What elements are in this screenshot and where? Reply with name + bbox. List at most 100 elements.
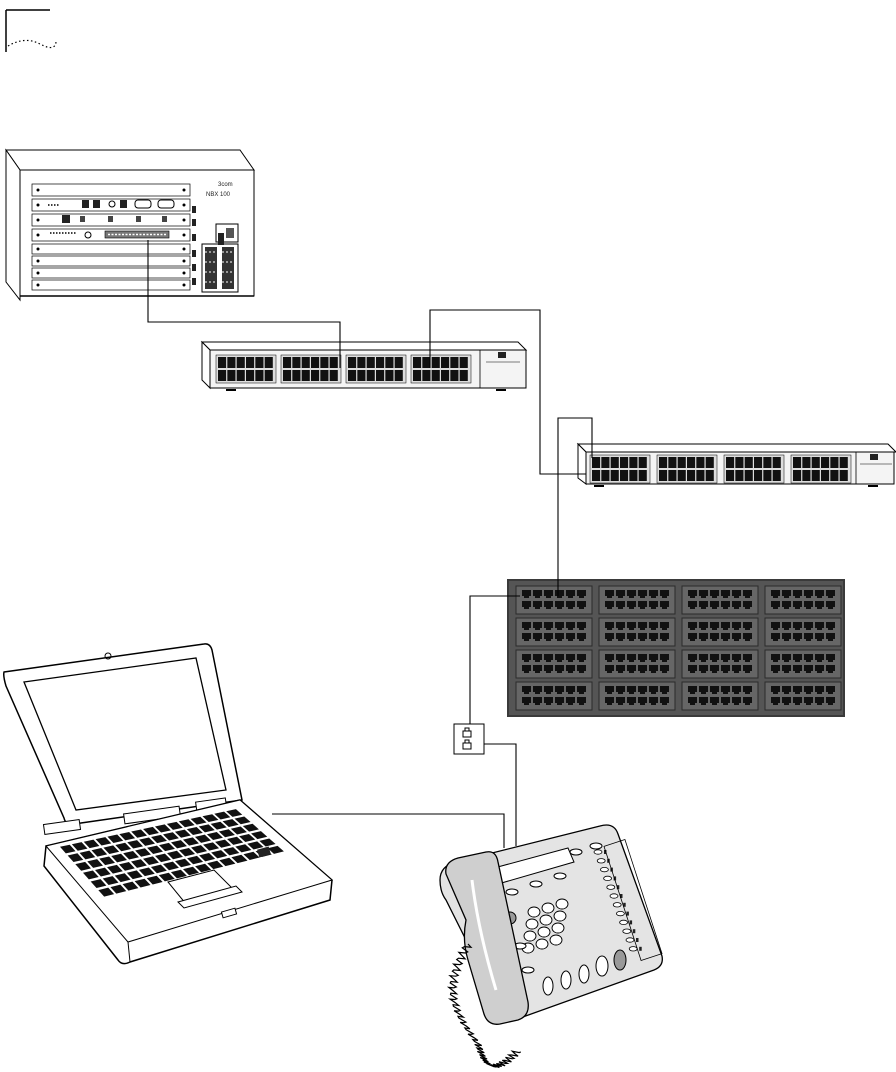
rj45-port (265, 357, 273, 368)
rj45-port (830, 457, 838, 468)
rj45-port (413, 357, 421, 368)
rj45-port (320, 370, 328, 381)
rj45-port (745, 470, 753, 481)
rj45-port (668, 470, 676, 481)
rj45-port (218, 357, 226, 368)
rj45-port (255, 357, 263, 368)
patch-panel-block (765, 618, 841, 646)
rj45-port (668, 457, 676, 468)
nbx-chassis: NBX 100 3com (6, 150, 254, 300)
phone-feature-led (636, 938, 639, 942)
rj45-port (821, 470, 829, 481)
rj45-port (255, 370, 263, 381)
cable-wall-jack-to-phone (484, 744, 516, 846)
rj45-port (687, 457, 695, 468)
rj45-port (592, 470, 600, 481)
phone-feature-key (597, 859, 605, 863)
rj45-port (763, 470, 771, 481)
rj45-port (460, 357, 468, 368)
patch-panel-block (765, 682, 841, 710)
rj45-port (601, 470, 609, 481)
rj45-port (311, 370, 319, 381)
rj45-port (639, 457, 647, 468)
patch-panel (508, 580, 844, 716)
phone-keypad-key (552, 923, 564, 933)
rj45-port (659, 470, 667, 481)
rj45-port (773, 470, 781, 481)
rj45-port (432, 370, 440, 381)
rj45-port (611, 457, 619, 468)
rj45-port (687, 470, 695, 481)
rj45-port (367, 357, 375, 368)
rj45-port (620, 457, 628, 468)
rj45-port (611, 470, 619, 481)
phone-keypad-key (556, 899, 568, 909)
rj45-port (302, 357, 310, 368)
rj45-port (450, 357, 458, 368)
rj45-port (395, 357, 403, 368)
patch-panel-block (516, 586, 592, 614)
rj45-port (592, 457, 600, 468)
patch-panel-block (682, 586, 758, 614)
rj45-port (773, 457, 781, 468)
rj45-port (441, 357, 449, 368)
patch-panel-block (599, 618, 675, 646)
port-bank (281, 355, 341, 383)
rj45-port (422, 370, 430, 381)
rj45-port (763, 457, 771, 468)
rj45-port (357, 357, 365, 368)
rj45-port (330, 370, 338, 381)
phone-feature-key (610, 894, 618, 898)
phone-feature-key (616, 911, 624, 915)
phone-feature-key (629, 947, 637, 951)
rj45-port (283, 370, 291, 381)
rj45-port (639, 470, 647, 481)
phone-feature-led (626, 912, 629, 916)
phone-keypad-key (550, 935, 562, 945)
rj45-port (385, 357, 393, 368)
rj45-port (302, 370, 310, 381)
phone-feature-key (620, 920, 628, 924)
rj45-port (376, 357, 384, 368)
rj45-port (726, 457, 734, 468)
rj45-port (395, 370, 403, 381)
rj45-port (292, 357, 300, 368)
phone-feature-key (626, 938, 634, 942)
rj45-port (237, 357, 245, 368)
phone-keypad-key (526, 919, 538, 929)
chassis-model-label: NBX 100 (206, 192, 231, 198)
rj45-port (227, 370, 235, 381)
rj45-port (357, 370, 365, 381)
rj45-port (348, 370, 356, 381)
phone-keypad-key (538, 927, 550, 937)
phone-feature-key (613, 903, 621, 907)
port-bank (657, 455, 717, 483)
phone-feature-led (630, 920, 633, 924)
rj45-port (793, 470, 801, 481)
rj45-port (311, 357, 319, 368)
rj45-port (754, 457, 762, 468)
phone-keypad-key (542, 903, 554, 913)
cable-switch1-to-switch2 (430, 310, 586, 474)
dotted-rule (8, 40, 56, 47)
rj45-port (320, 357, 328, 368)
rj45-port (367, 370, 375, 381)
phone-feature-key (607, 885, 615, 889)
rj45-port (218, 370, 226, 381)
rj45-port (802, 457, 810, 468)
rj45-port (265, 370, 273, 381)
rj45-port (422, 357, 430, 368)
rj45-port (413, 370, 421, 381)
patch-panel-block (599, 682, 675, 710)
rj45-port (432, 357, 440, 368)
rj45-port (678, 470, 686, 481)
rj45-port (376, 370, 384, 381)
phone-keypad-key (540, 915, 552, 925)
rj45-port (830, 470, 838, 481)
port-bank (216, 355, 276, 383)
rj45-port (227, 357, 235, 368)
rj45-port (348, 357, 356, 368)
rj45-port (706, 470, 714, 481)
rj45-port (385, 370, 393, 381)
